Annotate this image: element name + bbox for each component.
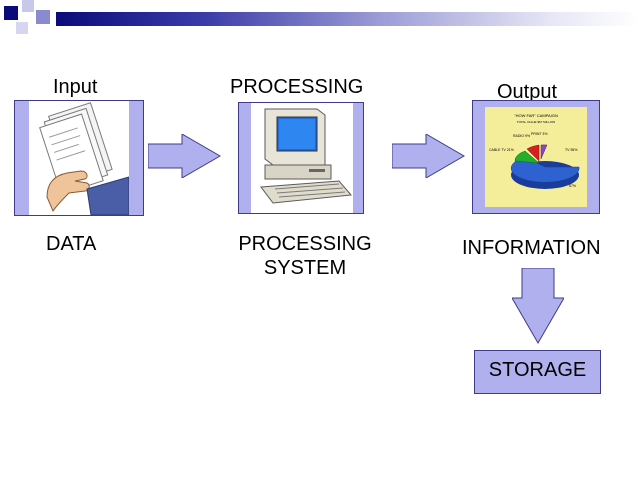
computer-icon (260, 108, 353, 204)
pie-label-cable: CABLE TV 21% (489, 148, 514, 152)
pie-chart-subtitle: TOTAL VALUE $67 MILLION (517, 120, 555, 124)
decoration-square-light-2 (16, 22, 28, 34)
storage-box: STORAGE (474, 350, 601, 394)
arrow-right-icon (392, 134, 465, 178)
decoration-square-mid (36, 10, 50, 24)
caption-processing-system-line1: PROCESSING (238, 233, 372, 255)
decoration-square-light (22, 0, 34, 12)
storage-label: STORAGE (488, 359, 587, 381)
decoration-gradient-bar (56, 12, 638, 26)
caption-processing-system-line2: SYSTEM (263, 257, 347, 279)
output-frame: "HOW FAR" CAMPAIGN TOTAL VALUE $67 MILLI… (472, 100, 600, 214)
heading-processing: PROCESSING (230, 76, 364, 98)
heading-input: Input (53, 76, 98, 98)
pie-chart-title: "HOW FAR" CAMPAIGN (514, 113, 558, 118)
pie-label-radio: RADIO 9% (513, 134, 530, 138)
processing-frame (238, 102, 364, 214)
caption-information: INFORMATION (462, 237, 601, 259)
heading-output: Output (497, 81, 558, 103)
documents-in-hand-icon (39, 102, 130, 216)
pie-label-print: PRINT 3% (531, 132, 547, 136)
caption-data: DATA (46, 233, 97, 255)
pie-label-tv: TV 55% (565, 148, 577, 152)
decoration-square-dark (4, 6, 18, 20)
pie-chart-icon: "HOW FAR" CAMPAIGN TOTAL VALUE $67 MILLI… (489, 113, 580, 189)
input-frame (14, 100, 144, 216)
arrow-down-icon (512, 268, 564, 344)
pie-label-value: 67% (569, 184, 576, 188)
arrow-right-icon (148, 134, 221, 178)
